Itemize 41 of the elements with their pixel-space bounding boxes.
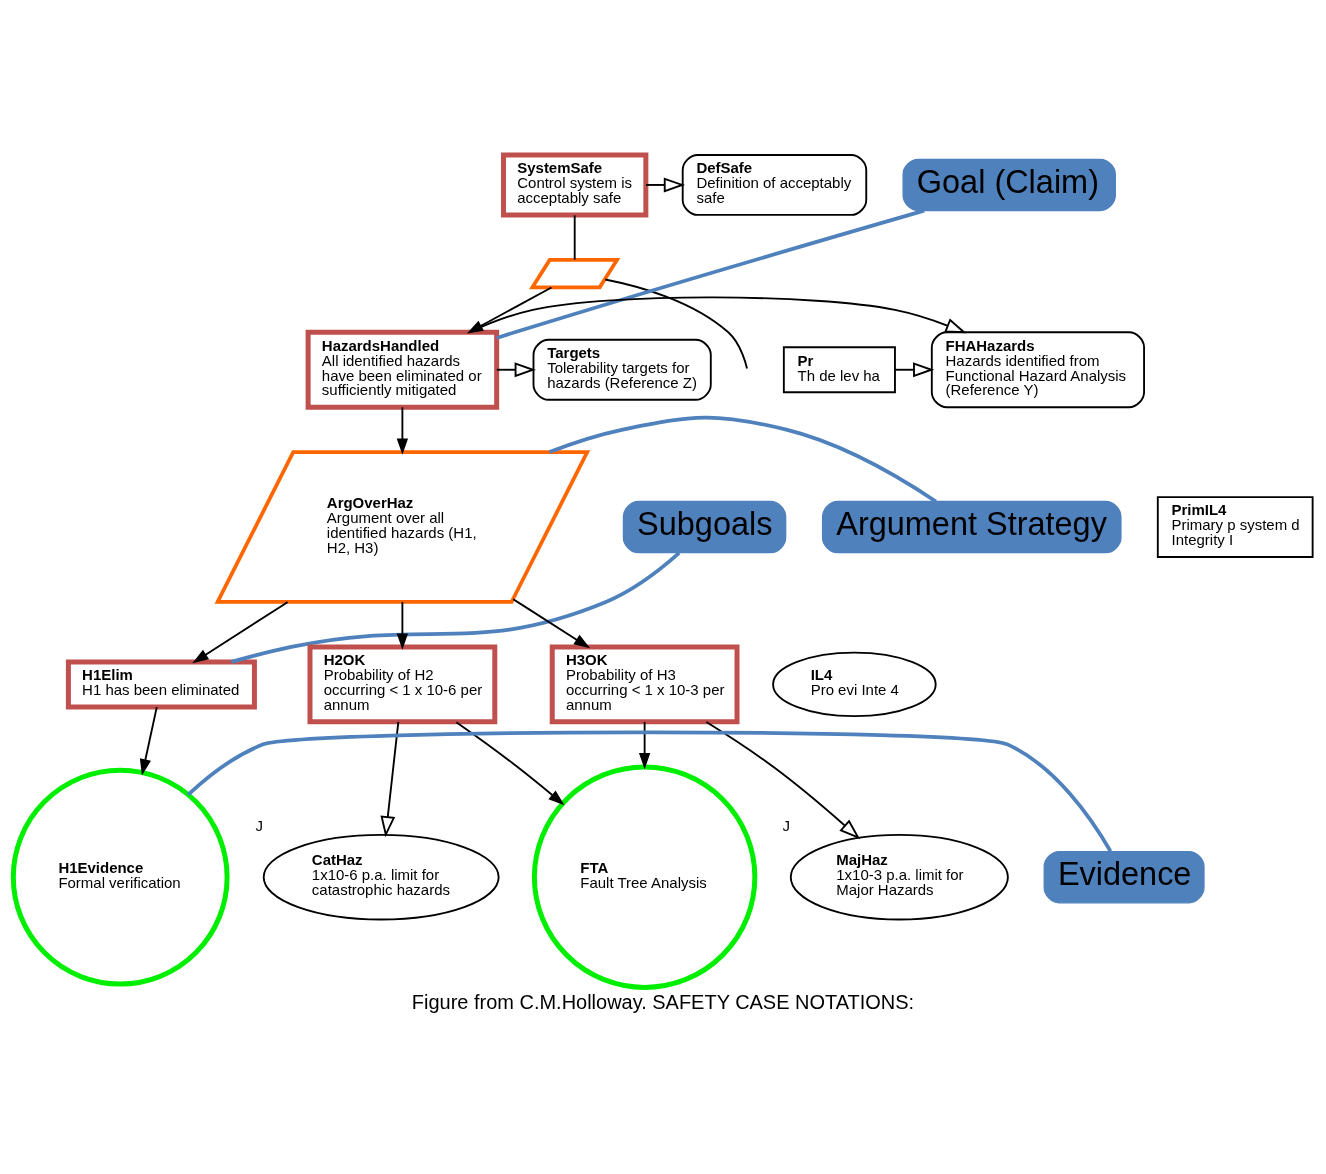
arrow <box>705 720 861 839</box>
connector <box>604 278 748 369</box>
node-circle: H1Evidence Formal verification <box>10 767 230 987</box>
arrow <box>638 720 651 769</box>
node-box: H3OK Probability of H3 occurring < 1 x 10-3 per annum <box>549 643 740 724</box>
node-box: FHAHazards Hazards identified from Functional Hazard Analysis (Reference Y) <box>930 330 1145 408</box>
node-circle: FTA Fault Tree Analysis <box>531 763 758 990</box>
node-box: Subgoals <box>622 500 787 553</box>
node-box: DefSafe Definition of acceptably safe <box>681 153 868 216</box>
node-box: HazardsHandled All identified hazards have been eliminated or sufficiently mitigated <box>305 329 500 410</box>
node-box: PrimIL4 Primary p system d Integrity I <box>1156 495 1314 558</box>
node-box: Targets Tolerability targets for hazards (Reference Z) <box>532 338 712 401</box>
node-label: J <box>782 816 791 834</box>
connector <box>230 551 681 664</box>
arrow <box>645 177 686 192</box>
node-ellipse: CatHaz 1x10-6 p.a. limit for catastrophic hazards <box>262 833 500 920</box>
arrow <box>380 720 400 837</box>
arrow <box>192 600 289 663</box>
arrow <box>512 597 591 648</box>
node-box: H1Elim H1 has been eliminated <box>65 658 257 709</box>
caption: Figure from C.M.Holloway. SAFETY CASE NOTATIONS: <box>411 990 915 1013</box>
connector <box>573 213 576 261</box>
node-box: SystemSafe Control system is acceptably safe <box>501 152 649 217</box>
connector <box>187 729 1113 852</box>
node-box: Goal (Claim) <box>902 158 1116 211</box>
arrow <box>396 405 409 455</box>
node-ellipse: MajHaz 1x10-3 p.a. limit for Major Hazards <box>789 833 1009 920</box>
node-box: H2OK Probability of H2 occurring < 1 x 10-6 per annum <box>307 643 498 724</box>
arrow <box>455 720 565 805</box>
node-label: J <box>255 816 264 834</box>
node-parallelogram <box>529 257 621 289</box>
node-box: Argument Strategy <box>821 500 1122 553</box>
node-ellipse: IL4 Pro evi Inte 4 <box>772 651 937 717</box>
arrow <box>894 361 935 377</box>
connector <box>548 415 937 503</box>
arrow <box>139 705 158 775</box>
node-box: Evidence <box>1043 850 1205 903</box>
arrow <box>396 600 409 650</box>
connector <box>496 208 925 340</box>
arrow <box>495 361 536 377</box>
node-box: Pr Th de lev ha <box>782 345 896 393</box>
